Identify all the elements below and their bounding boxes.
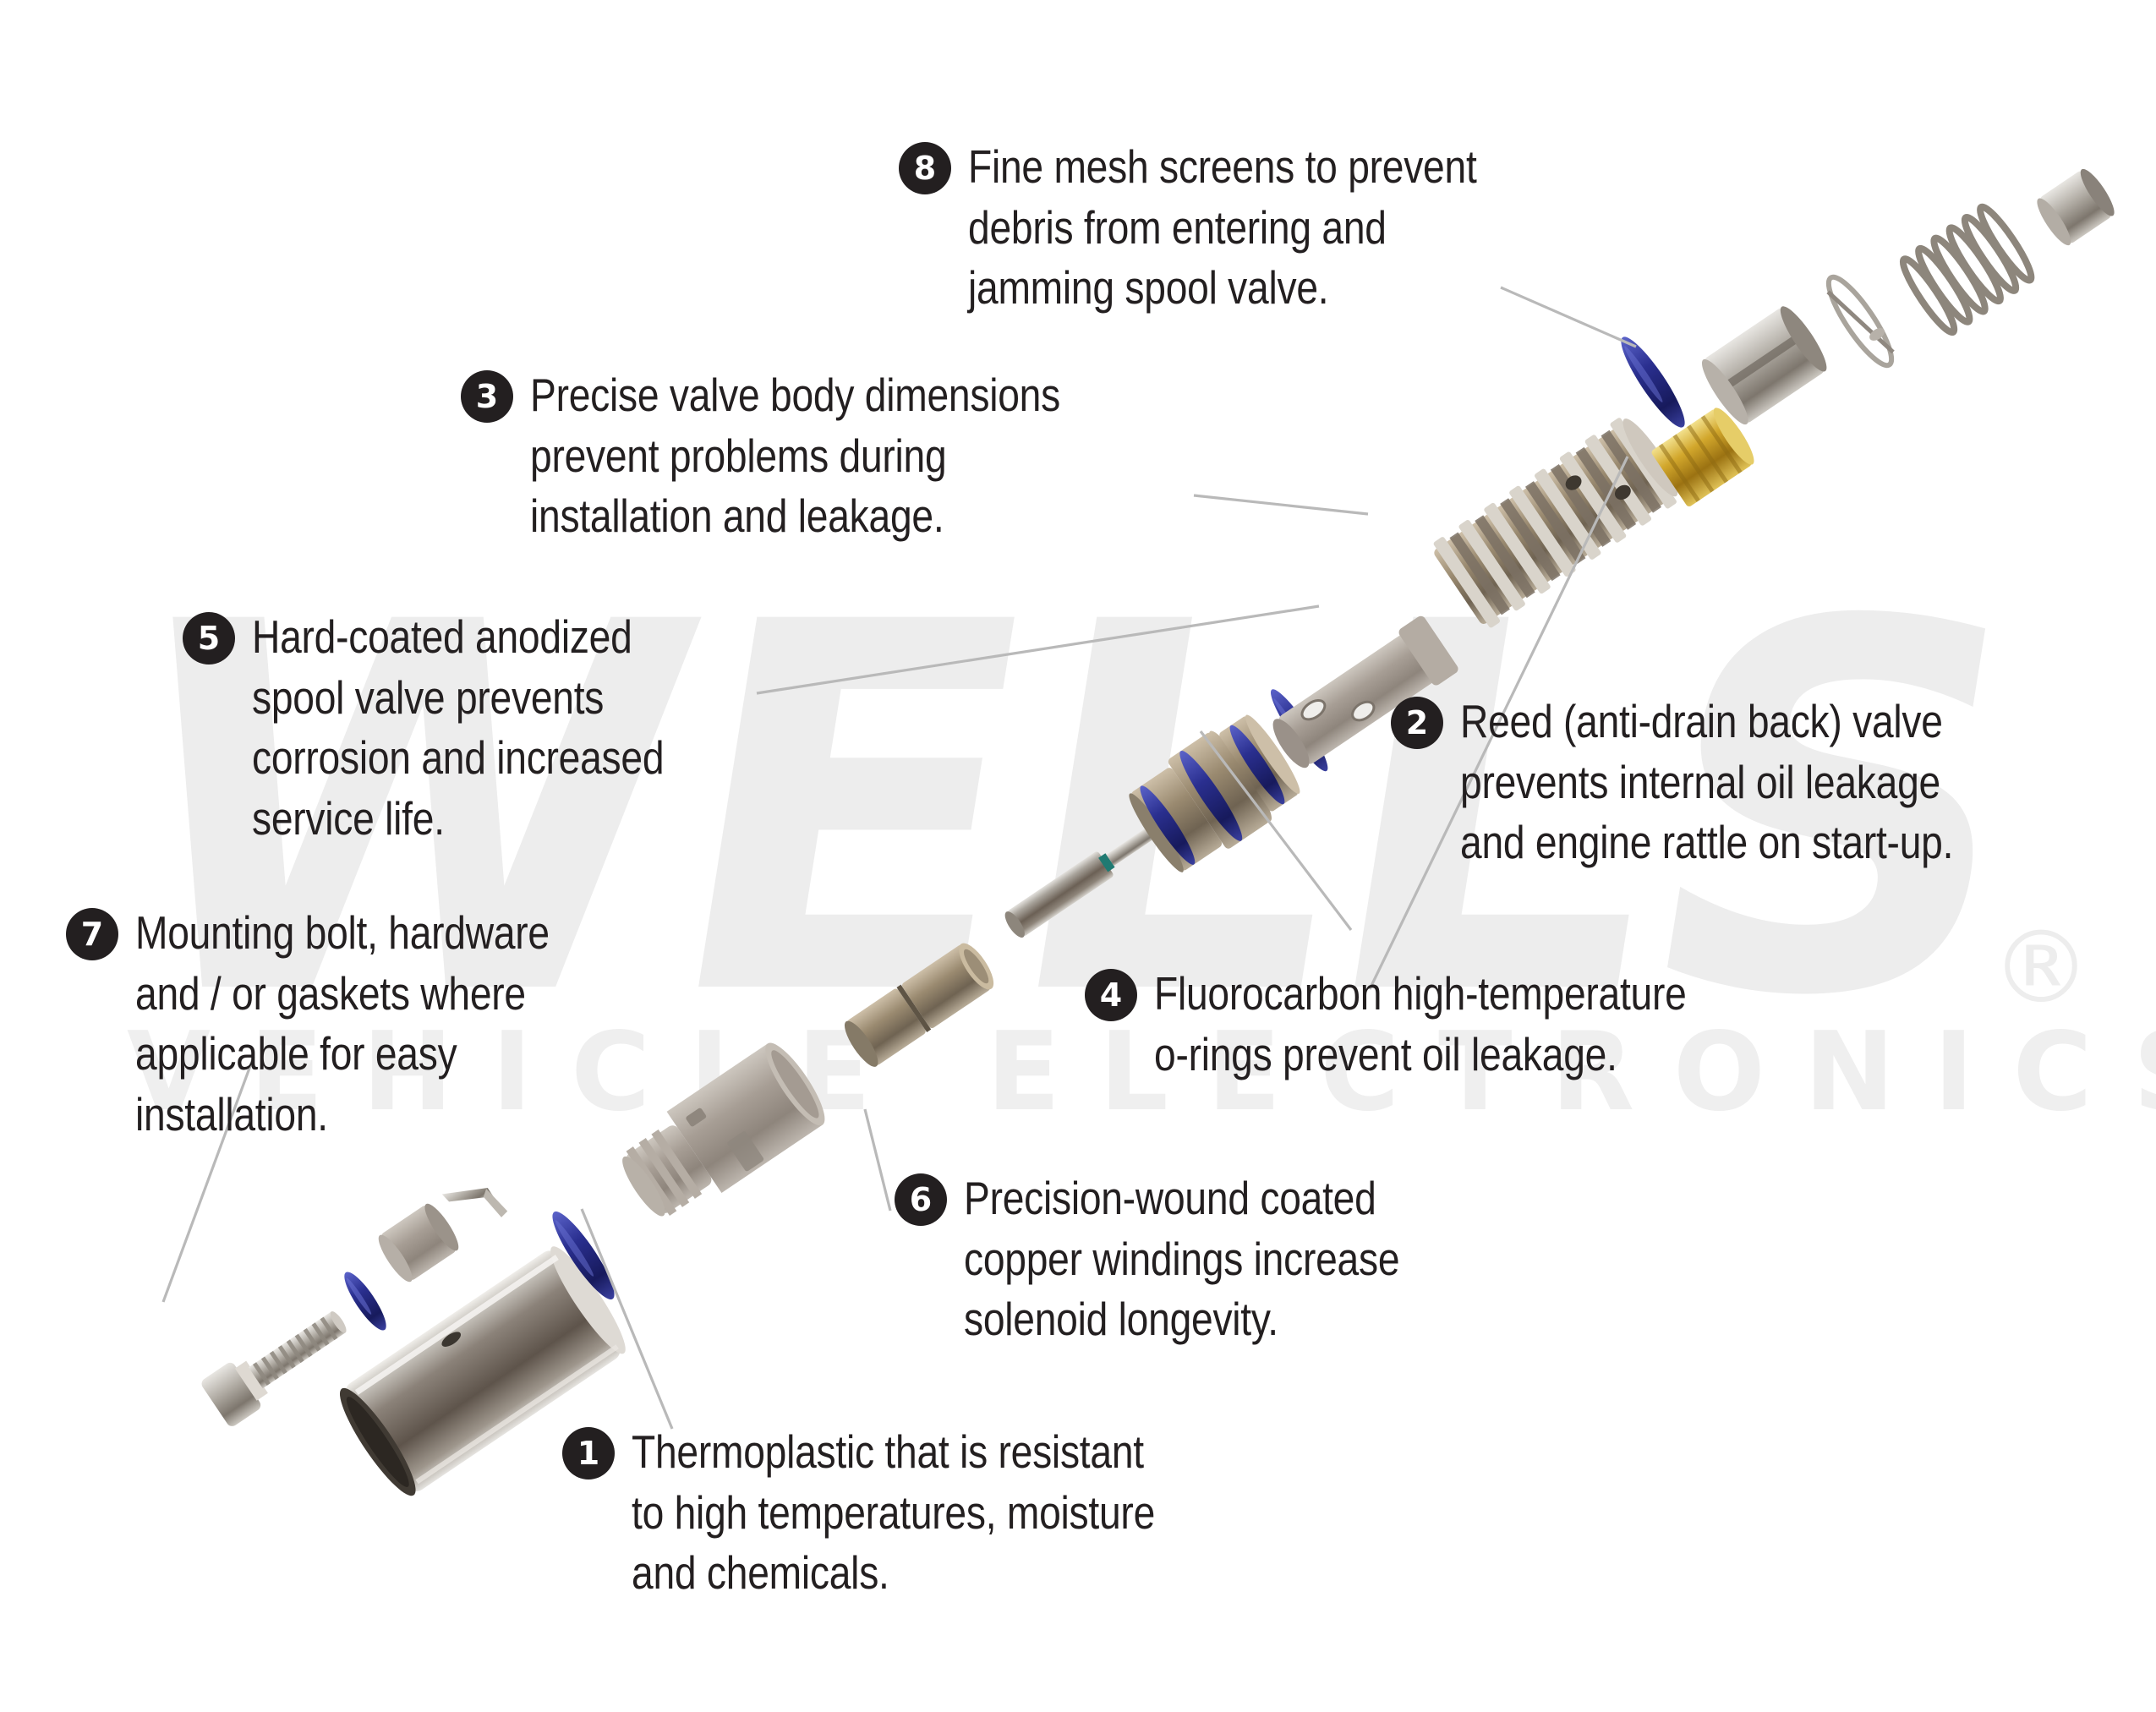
callout-6-badge: 6: [895, 1173, 947, 1226]
callout-5[interactable]: 5 Hard-coated anodized spool valve preve…: [183, 607, 859, 849]
part-spool-valve-shaft: [1004, 823, 1161, 938]
callout-7[interactable]: 7 Mounting bolt, hardware and / or gaske…: [66, 903, 725, 1145]
leader-line-6: [863, 1108, 892, 1212]
callout-1-text: Thermoplastic that is resistant to high …: [632, 1425, 1156, 1599]
part-end-cap: [1701, 306, 1827, 425]
callout-4-text: Fluorocarbon high-temperature o-rings pr…: [1154, 967, 1687, 1080]
callout-3-text: Precise valve body dimensions prevent pr…: [530, 369, 1060, 542]
callout-8-text: Fine mesh screens to prevent debris from…: [968, 140, 1477, 314]
callout-1-badge: 1: [562, 1427, 615, 1480]
callout-3[interactable]: 3 Precise valve body dimensions prevent …: [461, 365, 1239, 547]
callout-8[interactable]: 8 Fine mesh screens to prevent debris fr…: [899, 137, 1609, 319]
part-large-o-ring: [552, 1212, 615, 1299]
part-spool-valve-body-o-rings: [1129, 689, 1328, 872]
callout-2-badge: 2: [1391, 697, 1443, 749]
callout-7-text: Mounting bolt, hardware and / or gaskets…: [135, 906, 550, 1140]
part-bushing-collar: [378, 1203, 459, 1283]
part-spring-retainer-plug: [2037, 168, 2115, 246]
part-retaining-clip: [441, 1188, 508, 1217]
part-return-spring: [1899, 203, 2035, 336]
part-mounting-bolt: [201, 1311, 347, 1426]
leader-line-1: [580, 1208, 674, 1430]
callout-1[interactable]: 1 Thermoplastic that is resistant to hig…: [562, 1422, 1323, 1604]
callout-7-badge: 7: [66, 908, 118, 960]
part-blue-o-ring-upper: [1621, 336, 1685, 428]
callout-8-badge: 8: [899, 142, 951, 194]
callout-3-badge: 3: [461, 370, 513, 423]
part-valve-body-screens: [1433, 418, 1678, 628]
callout-4-badge: 4: [1085, 969, 1137, 1021]
callout-2-text: Reed (anti-drain back) valve prevents in…: [1460, 695, 1954, 868]
part-brass-seat: [1651, 407, 1754, 507]
leader-line-4: [1199, 730, 1353, 931]
callout-4[interactable]: 4 Fluorocarbon high-temperature o-rings …: [1085, 964, 1846, 1085]
callout-2[interactable]: 2 Reed (anti-drain back) valve prevents …: [1391, 692, 2152, 873]
callout-5-text: Hard-coated anodized spool valve prevent…: [252, 610, 665, 845]
callout-6-text: Precision-wound coated copper windings i…: [964, 1172, 1400, 1345]
callout-5-badge: 5: [183, 612, 235, 665]
watermark-registered-icon: ®: [1991, 909, 2091, 1026]
part-reed-valve: [1825, 274, 1895, 369]
part-armature-plunger: [844, 943, 994, 1067]
callout-6[interactable]: 6 Precision-wound coated copper windings…: [895, 1168, 1605, 1350]
part-small-o-ring: [344, 1272, 386, 1331]
